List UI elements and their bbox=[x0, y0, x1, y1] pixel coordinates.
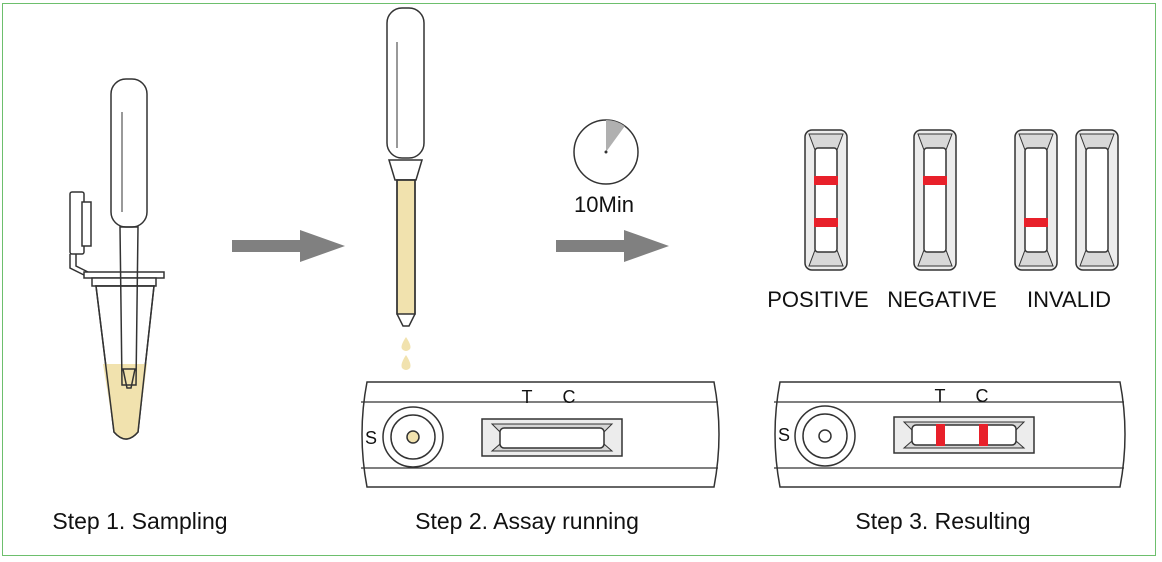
result-label-positive: POSITIVE bbox=[767, 287, 868, 312]
sample-label: S bbox=[778, 425, 790, 445]
result-strip-1 bbox=[804, 129, 848, 271]
strip-control-line bbox=[814, 176, 838, 185]
strip-test-line bbox=[1024, 218, 1048, 227]
result-control-line bbox=[979, 424, 988, 446]
result-strip-2 bbox=[913, 129, 957, 271]
strip-control-line bbox=[923, 176, 947, 185]
swab-stem bbox=[119, 226, 139, 386]
cassette-step2: S T C bbox=[361, 381, 720, 488]
step1-label: Step 1. Sampling bbox=[52, 508, 227, 534]
tube-body-outline bbox=[95, 285, 155, 440]
timer-elapsed-wedge bbox=[606, 120, 625, 152]
dropper-bulb bbox=[386, 7, 425, 159]
sample-label: S bbox=[365, 428, 377, 448]
sample-well-liquid bbox=[406, 430, 420, 444]
tube-rim bbox=[83, 271, 165, 279]
result-strip-3 bbox=[1014, 129, 1058, 271]
result-label-invalid: INVALID bbox=[1027, 287, 1111, 312]
strip-window bbox=[1024, 147, 1048, 253]
strip-test-line bbox=[814, 218, 838, 227]
result-strips: POSITIVE NEGATIVE INVALID bbox=[767, 129, 1119, 312]
result-label-negative: NEGATIVE bbox=[887, 287, 997, 312]
cassette-edge-lines bbox=[774, 401, 1124, 469]
control-line-label: C bbox=[976, 386, 989, 406]
test-line-label: T bbox=[935, 386, 946, 406]
strip-window bbox=[1085, 147, 1109, 253]
tube-cap-hinge bbox=[81, 201, 92, 247]
step3-label: Step 3. Resulting bbox=[855, 508, 1030, 534]
timer-label: 10Min bbox=[574, 192, 634, 217]
strip-window bbox=[814, 147, 838, 253]
arrow-step2-to-step3 bbox=[556, 230, 669, 262]
arrow-step1-to-step2 bbox=[232, 230, 345, 262]
result-strip-4 bbox=[1075, 129, 1119, 271]
dropper-neck bbox=[387, 159, 424, 181]
dropper-tube bbox=[396, 179, 416, 327]
result-window bbox=[911, 424, 1017, 446]
swab-tip bbox=[122, 368, 136, 389]
cap-strap-2 bbox=[69, 254, 87, 277]
sampling-tube-illustration bbox=[69, 78, 165, 440]
dropper-illustration bbox=[386, 7, 425, 370]
result-test-line bbox=[936, 424, 945, 446]
control-line-label: C bbox=[563, 387, 576, 407]
timer-center bbox=[604, 150, 608, 154]
tube-collar bbox=[91, 277, 157, 287]
strip-window bbox=[923, 147, 947, 253]
cap-strap bbox=[75, 254, 89, 273]
cassette-edge-lines bbox=[361, 401, 718, 469]
timer: 10Min bbox=[573, 119, 639, 217]
result-window bbox=[499, 427, 605, 449]
step2-label: Step 2. Assay running bbox=[415, 508, 639, 534]
test-line-label: T bbox=[522, 387, 533, 407]
swab-bulb bbox=[110, 78, 148, 228]
sample-drop-2 bbox=[401, 355, 411, 370]
cassette-step3: S T C bbox=[774, 381, 1126, 488]
sample-drop-1 bbox=[401, 337, 411, 351]
dropper-liquid bbox=[396, 179, 416, 315]
sample-well-center bbox=[818, 429, 832, 443]
